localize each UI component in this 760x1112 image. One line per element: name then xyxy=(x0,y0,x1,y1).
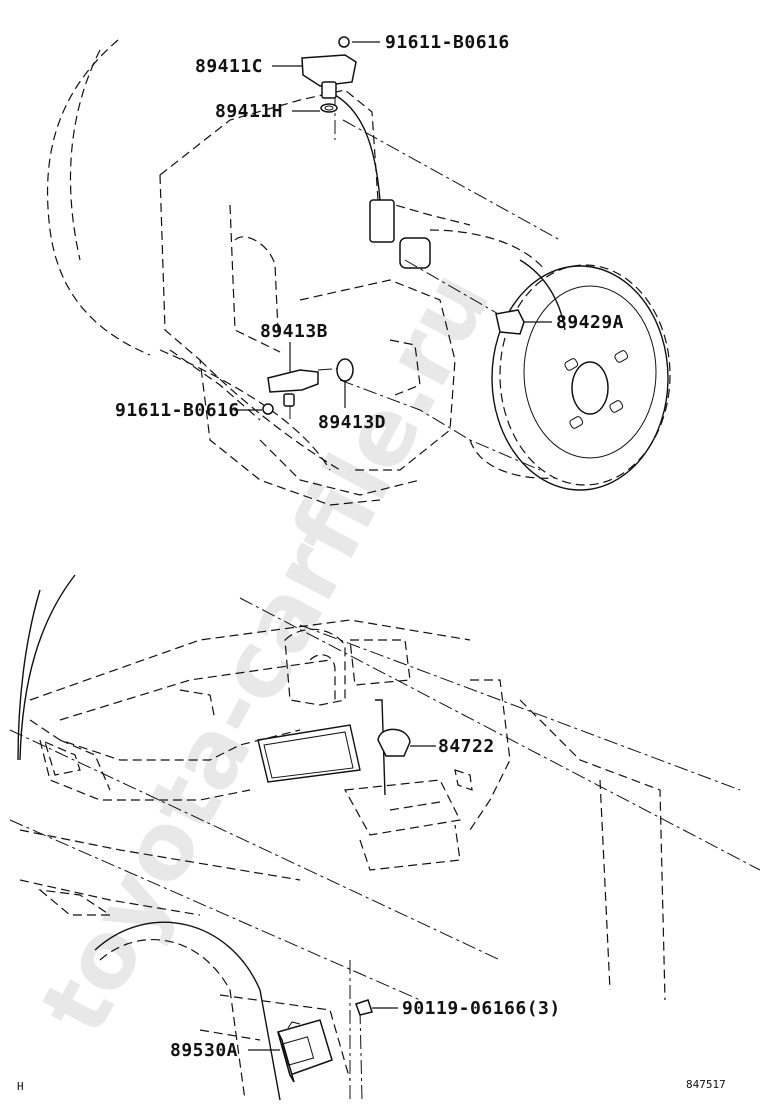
label-89413D: 89413D xyxy=(318,412,386,433)
watermark: toyota-carfile.ru xyxy=(20,254,511,1050)
corner-mark: H xyxy=(17,1080,24,1093)
drawing-number: 847517 xyxy=(686,1078,726,1091)
label-91611-top: 91611-B0616 xyxy=(385,32,510,53)
label-89411C: 89411C xyxy=(195,56,263,77)
label-89429A: 89429A xyxy=(556,312,624,333)
label-84722: 84722 xyxy=(438,736,495,757)
label-89411H: 89411H xyxy=(215,101,283,122)
cabin-illustration xyxy=(9,574,760,1101)
label-91611-left: 91611-B0616 xyxy=(115,400,240,421)
transmission-illustration xyxy=(47,36,671,506)
label-89530A: 89530A xyxy=(170,1040,238,1061)
label-89413B: 89413B xyxy=(260,321,328,342)
label-90119: 90119-06166(3) xyxy=(402,998,561,1019)
